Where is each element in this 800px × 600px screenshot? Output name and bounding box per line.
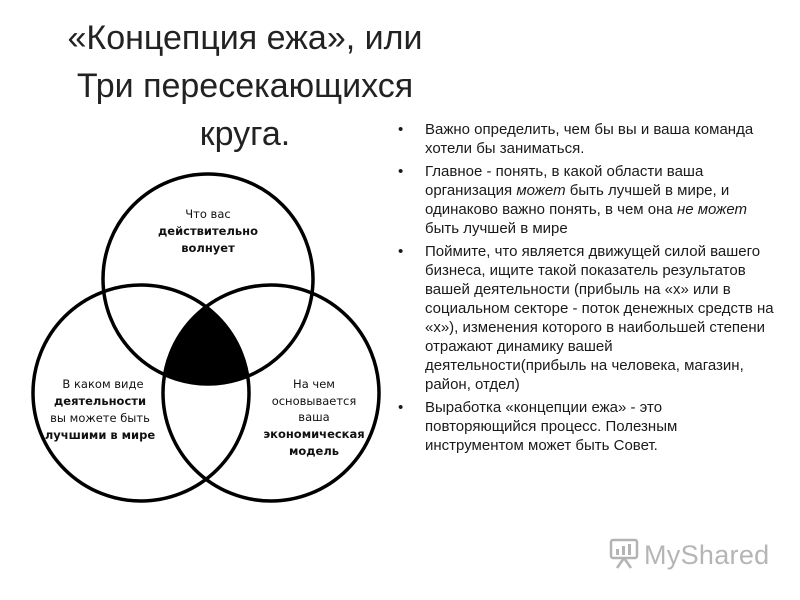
center-intersection (163, 285, 249, 384)
venn-diagram: Что вас действительно волнует В каком ви… (22, 170, 384, 506)
emphasis-cannot: не может (676, 201, 747, 218)
left-label-4: лучшими в мире (45, 428, 156, 442)
myshared-logo-icon (608, 536, 640, 575)
right-circle (161, 283, 381, 503)
top-circle (101, 172, 315, 386)
title-line-2: Три пересекающихся (76, 67, 414, 105)
watermark-text: MyShared (644, 539, 770, 570)
emphasis-can: может (516, 182, 566, 199)
bullet-item: Выработка «концепции ежа» - это повторяю… (396, 398, 776, 455)
right-label-2: основывается (272, 394, 357, 408)
left-label-3: вы можете быть (50, 411, 150, 425)
left-label-2: деятельности (54, 394, 146, 408)
top-label-1: Что вас (185, 207, 230, 221)
bullet-item: Важно определить, чем бы вы и ваша коман… (396, 120, 776, 158)
bullet-item: Поймите, что является движущей силой ваш… (396, 242, 776, 394)
right-label-4: экономическая (263, 427, 364, 441)
right-label-5: модель (289, 444, 339, 458)
left-circle (31, 283, 251, 503)
bullet-item: Главное - понять, в какой области ваша о… (396, 162, 776, 238)
title-line-3: круга. (199, 115, 291, 153)
right-label-1: На чем (293, 377, 335, 391)
top-label-3: волнует (181, 241, 235, 255)
top-label-2: действительно (158, 224, 258, 238)
slide-title: «Концепция ежа», или Три пересекающихся … (40, 14, 450, 158)
right-label-3: ваша (298, 410, 329, 424)
left-label-1: В каком виде (62, 377, 143, 391)
title-line-1: «Концепция ежа», или (67, 19, 423, 57)
myshared-watermark[interactable]: MyShared (608, 536, 778, 574)
bullet-list: Важно определить, чем бы вы и ваша коман… (396, 120, 776, 459)
